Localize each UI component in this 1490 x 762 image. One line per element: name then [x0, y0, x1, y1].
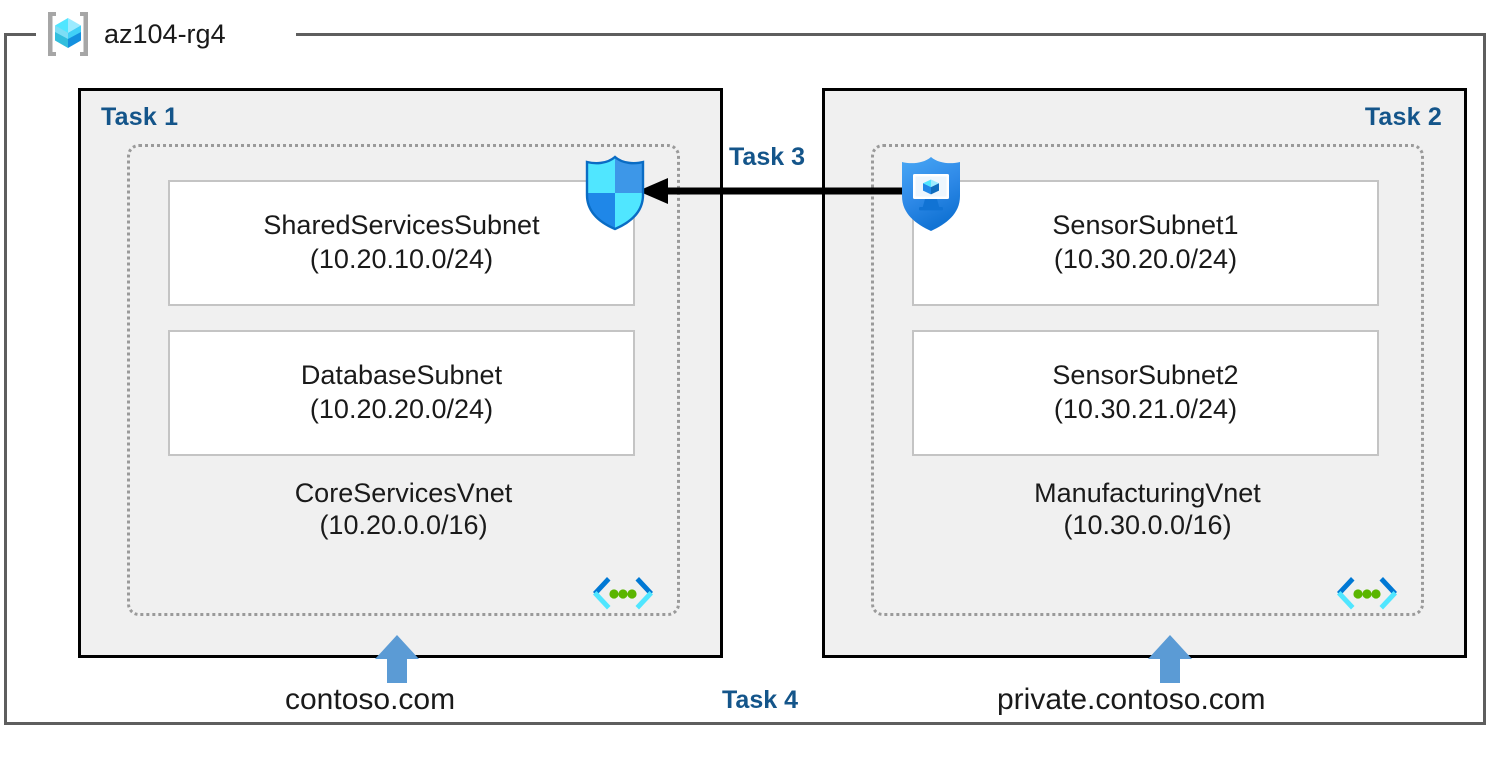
subnet-cidr: (10.20.20.0/24)	[309, 394, 494, 424]
vnet-name: CoreServicesVnet	[294, 478, 513, 508]
vm-shield-icon	[902, 157, 960, 231]
dns-zone-private-contoso: private.contoso.com	[997, 683, 1266, 716]
up-arrow-icon	[1148, 635, 1192, 683]
dns-zone-contoso: contoso.com	[285, 683, 456, 716]
vnet-caption: ManufacturingVnet (10.30.0.0/16)	[874, 477, 1421, 542]
subnet-cidr: (10.20.10.0/24)	[309, 244, 494, 274]
subnet-name: SensorSubnet1	[1052, 210, 1239, 241]
vnet-code-icon	[1337, 577, 1397, 610]
subnet-cidr: (10.30.21.0/24)	[1053, 394, 1238, 424]
vnet-caption: CoreServicesVnet (10.20.0.0/16)	[130, 477, 677, 542]
subnet-cidr: (10.30.20.0/24)	[1053, 244, 1238, 274]
subnet-database[interactable]: DatabaseSubnet (10.20.20.0/24)	[168, 330, 635, 456]
subnet-name: SensorSubnet2	[1052, 360, 1239, 391]
task-1-container[interactable]: Task 1 SharedServicesSubnet (10.20.10.0/…	[78, 88, 723, 658]
up-arrow-icon	[375, 635, 419, 683]
vnet-code-icon	[593, 577, 653, 610]
peering-arrow-icon	[638, 178, 916, 204]
subnet-name: DatabaseSubnet	[300, 360, 503, 391]
vnet-cidr: (10.30.0.0/16)	[1063, 510, 1232, 541]
vnet-manufacturing[interactable]: SensorSubnet1 (10.30.20.0/24) SensorSubn…	[871, 144, 1424, 616]
azure-resource-group-icon	[48, 12, 88, 56]
resource-group-name: az104-rg4	[104, 18, 226, 49]
subnet-sensor1[interactable]: SensorSubnet1 (10.30.20.0/24)	[912, 180, 1379, 306]
task-2-container[interactable]: Task 2 SensorSubnet1 (10.30.20.0/24) Sen…	[822, 88, 1467, 658]
resource-group-title: az104-rg4	[42, 6, 226, 62]
shield-icon	[585, 155, 645, 231]
vnet-coreservices[interactable]: SharedServicesSubnet (10.20.10.0/24) Dat…	[127, 144, 680, 616]
task-1-label: Task 1	[101, 103, 179, 131]
task-3-label: Task 3	[723, 143, 811, 172]
vnet-cidr: (10.20.0.0/16)	[319, 510, 488, 541]
task-4-label: Task 4	[722, 686, 798, 714]
subnet-sharedservices[interactable]: SharedServicesSubnet (10.20.10.0/24)	[168, 180, 635, 306]
subnet-sensor2[interactable]: SensorSubnet2 (10.30.21.0/24)	[912, 330, 1379, 456]
subnet-name: SharedServicesSubnet	[263, 210, 540, 241]
vnet-name: ManufacturingVnet	[1034, 478, 1261, 508]
resource-group-frame	[4, 33, 1486, 725]
task-2-label: Task 2	[1364, 103, 1442, 131]
